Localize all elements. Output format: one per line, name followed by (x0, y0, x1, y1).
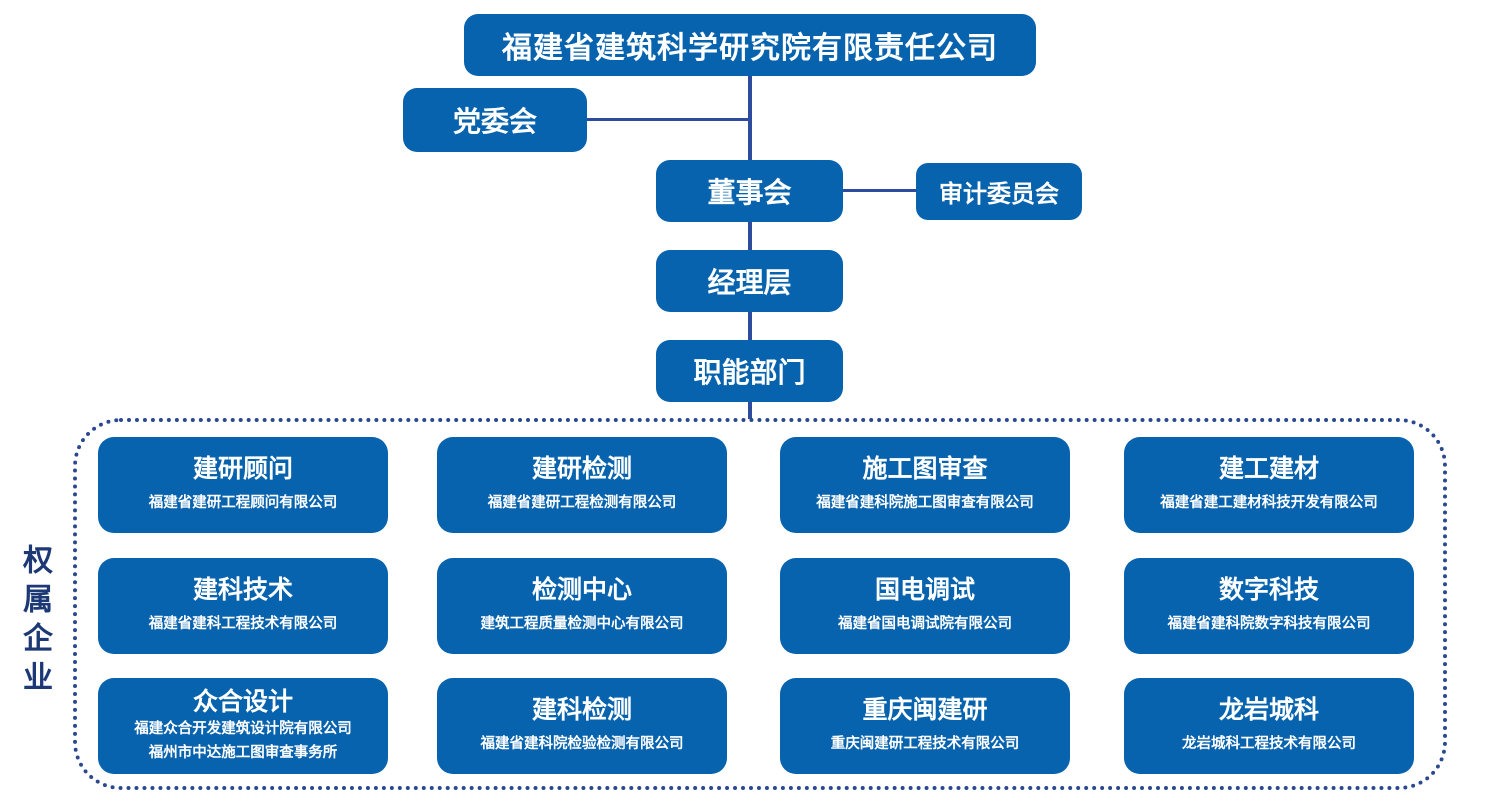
subsidiary-title: 建科检测 (531, 696, 632, 725)
party-committee-label: 党委会 (452, 106, 537, 137)
subsidiary-title: 建工建材 (1218, 455, 1319, 484)
subsidiary-jianyan-jiance: 建研检测 福建省建研工程检测有限公司 (437, 437, 727, 533)
subsidiary-subtitle: 福建省建科工程技术有限公司 (148, 615, 338, 632)
subsidiary-jianke-jishu: 建科技术 福建省建科工程技术有限公司 (98, 558, 388, 654)
subsidiary-title: 数字科技 (1218, 576, 1319, 605)
subsidiary-title: 国电调试 (874, 576, 975, 605)
functional-departments-label: 职能部门 (693, 357, 806, 388)
subsidiary-subtitle: 福建省建科院检验检测有限公司 (480, 735, 684, 752)
subsidiary-shuzi-keji: 数字科技 福建省建科院数字科技有限公司 (1124, 558, 1414, 654)
subsidiary-subtitle: 福建众合开发建筑设计院有限公司 (134, 721, 352, 738)
node-functional-departments: 职能部门 (656, 340, 843, 402)
node-party-committee: 党委会 (403, 88, 587, 152)
subsidiary-title: 建科技术 (192, 576, 293, 605)
subsidiary-longyan-chengke: 龙岩城科 龙岩城科工程技术有限公司 (1124, 678, 1414, 774)
subsidiary-subtitle: 福建省建工建材科技开发有限公司 (1160, 494, 1378, 511)
subsidiaries-group-border (73, 418, 1447, 790)
connector-management-to-departments (748, 312, 752, 340)
connector-departments-to-subsidiaries (748, 402, 752, 419)
subsidiary-shigongtu-shencha: 施工图审查 福建省建科院施工图审查有限公司 (780, 437, 1070, 533)
subsidiary-title: 建研检测 (531, 455, 632, 484)
subsidiary-jiance-zhongxin: 检测中心 建筑工程质量检测中心有限公司 (437, 558, 727, 654)
management-label: 经理层 (707, 267, 792, 298)
root-company-label: 福建省建筑科学研究院有限责任公司 (502, 32, 998, 65)
subsidiary-subtitle: 福建省建研工程检测有限公司 (487, 494, 677, 511)
subsidiary-title: 施工图审查 (862, 455, 988, 484)
subsidiary-subtitle: 龙岩城科工程技术有限公司 (1182, 735, 1356, 752)
subsidiary-zhonghe-sheji: 众合设计 福建众合开发建筑设计院有限公司 福州市中达施工图审查事务所 (98, 678, 388, 774)
subsidiary-subtitle-2: 福州市中达施工图审查事务所 (148, 744, 338, 761)
node-root-company: 福建省建筑科学研究院有限责任公司 (464, 14, 1036, 76)
subsidiary-title: 众合设计 (192, 687, 293, 716)
audit-committee-label: 审计委员会 (939, 181, 1059, 208)
connector-party-to-trunk (587, 118, 750, 121)
subsidiaries-group-label: 权属企业 (18, 544, 51, 700)
connector-root-to-board (748, 76, 752, 160)
subsidiary-title: 建研顾问 (192, 455, 293, 484)
subsidiary-title: 重庆闽建研 (862, 696, 988, 725)
subsidiary-subtitle: 建筑工程质量检测中心有限公司 (480, 615, 684, 632)
subsidiary-jiangong-jiancai: 建工建材 福建省建工建材科技开发有限公司 (1124, 437, 1414, 533)
subsidiary-guodian-tiaoshi: 国电调试 福建省国电调试院有限公司 (780, 558, 1070, 654)
subsidiary-subtitle: 重庆闽建研工程技术有限公司 (830, 735, 1020, 752)
subsidiary-title: 检测中心 (531, 576, 632, 605)
subsidiary-jianke-jiance: 建科检测 福建省建科院检验检测有限公司 (437, 678, 727, 774)
subsidiary-subtitle: 福建省建科院数字科技有限公司 (1167, 615, 1371, 632)
subsidiary-jianyan-guwen: 建研顾问 福建省建研工程顾问有限公司 (98, 437, 388, 533)
board-label: 董事会 (707, 177, 792, 208)
node-board-of-directors: 董事会 (656, 160, 843, 222)
connector-board-to-audit (843, 189, 916, 192)
node-audit-committee: 审计委员会 (916, 163, 1082, 220)
connector-board-to-management (748, 222, 752, 250)
subsidiary-chongqing-minjianyan: 重庆闽建研 重庆闽建研工程技术有限公司 (780, 678, 1070, 774)
subsidiary-subtitle: 福建省建科院施工图审查有限公司 (816, 494, 1034, 511)
subsidiary-subtitle: 福建省建研工程顾问有限公司 (148, 494, 338, 511)
subsidiary-subtitle: 福建省国电调试院有限公司 (838, 615, 1012, 632)
subsidiary-title: 龙岩城科 (1218, 696, 1319, 725)
node-management-layer: 经理层 (656, 250, 843, 312)
